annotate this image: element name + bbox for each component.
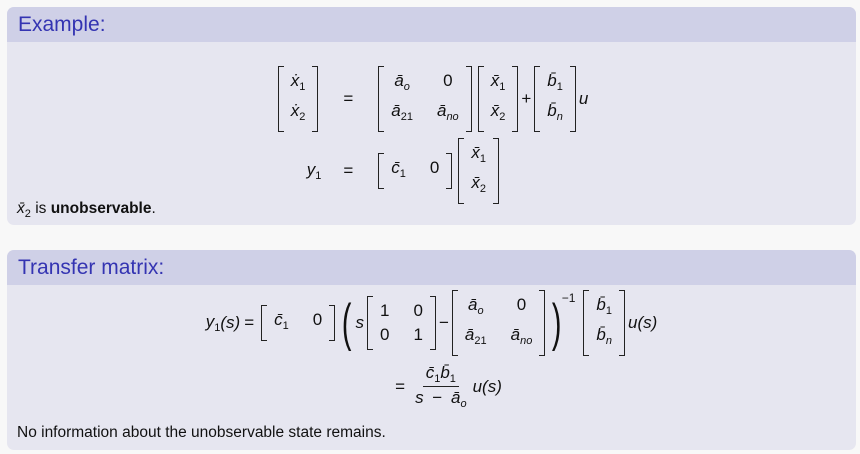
input-u: u [627, 313, 638, 332]
transfer-note: No information about the unobservable st… [17, 424, 386, 441]
term: āo [394, 71, 410, 93]
term: 0 [443, 71, 453, 90]
note-bold-text: unobservable [50, 200, 152, 217]
denominator: s − āo [412, 387, 470, 410]
term: ẋ1 [290, 71, 306, 93]
unobservable-note: x̄2 is unobservable. [17, 200, 156, 220]
state-derivative-vector: ẋ1 ẋ2 [277, 66, 319, 132]
b-vector: b̄1 b̄n [583, 290, 625, 356]
transfer-equation-2: = c̄1b̄1 s − āo u(s) [7, 363, 856, 410]
term: c̄1 [274, 310, 289, 332]
c-matrix: c̄1 0 [261, 305, 336, 341]
note-text: is [35, 200, 47, 217]
term: ẋ2 [290, 101, 306, 123]
term: b̄n [547, 101, 563, 123]
term: āno [510, 325, 533, 347]
term: āo [450, 388, 467, 410]
state-vector: x̄1 x̄2 [458, 138, 499, 204]
transfer-equation-1: y1 (s) = c̄1 0 ( s 1 0 0 1 − āo 0 ā21 ān… [7, 290, 856, 356]
left-paren: ( [342, 294, 352, 352]
s-variable: s [415, 388, 424, 407]
term: x̄1 [471, 143, 486, 165]
input-u: u [472, 376, 483, 396]
note-period: . [151, 200, 156, 217]
term: 0 [413, 301, 423, 320]
term: b̄1 [440, 363, 456, 385]
state-vector: x̄1 x̄2 [477, 66, 519, 132]
term: b̄1 [547, 71, 563, 93]
term: 0 [380, 325, 390, 344]
term: āo [467, 295, 484, 317]
term: ā21 [464, 325, 487, 347]
identity-matrix: 1 0 0 1 [367, 296, 436, 350]
term: b̄n [596, 325, 612, 347]
term: x̄2 [471, 173, 486, 195]
transfer-matrix-block: Transfer matrix: y1 (s) = c̄1 0 ( s 1 0 … [7, 250, 856, 450]
transfer-block-title: Transfer matrix: [7, 250, 856, 285]
term: x̄1 [490, 71, 506, 93]
right-paren: ) [552, 294, 562, 352]
equals-sign: = [343, 161, 354, 180]
inverse-exponent: −1 [561, 291, 576, 305]
numerator: c̄1b̄1 [422, 363, 459, 387]
output-y1: y1 [306, 160, 322, 182]
term: x̄2 [490, 101, 506, 123]
input-u: u [578, 89, 589, 108]
c-matrix: c̄1 0 [378, 153, 453, 189]
s-variable: s [355, 313, 365, 332]
term: 0 [312, 310, 323, 329]
term: ā21 [391, 101, 413, 123]
equals-sign: = [244, 313, 255, 332]
output-equation-rhs: c̄1 0 x̄1 x̄2 [375, 138, 502, 204]
term: x̄2 [17, 200, 31, 220]
arg-s: (s) [220, 313, 241, 332]
example-block-title: Example: [7, 7, 856, 42]
minus-sign: − [432, 388, 443, 407]
term: c̄1 [425, 363, 441, 385]
output-y1: y1 [205, 312, 221, 334]
term: āno [436, 101, 459, 123]
b-vector: b̄1 b̄n [534, 66, 576, 132]
equals-sign: = [343, 89, 354, 108]
term: b̄1 [596, 295, 612, 317]
state-equation-rhs: āo 0 ā21 āno x̄1 x̄2 + b̄1 b̄n u [375, 66, 588, 132]
transfer-fraction: c̄1b̄1 s − āo [412, 363, 470, 410]
term: 1 [380, 301, 390, 320]
state-space-equations: ẋ1 ẋ2 = āo 0 ā21 āno x̄1 x̄2 + b̄1 b̄n u… [7, 66, 856, 204]
equals-sign: = [395, 376, 406, 396]
term: 0 [516, 295, 527, 314]
term: c̄1 [391, 158, 406, 180]
term: 1 [413, 325, 423, 344]
arg-s: (s) [482, 376, 502, 396]
arg-s: (s) [637, 313, 658, 332]
plus-sign: + [521, 89, 532, 108]
minus-sign: − [438, 313, 449, 332]
a-matrix: āo 0 ā21 āno [378, 66, 473, 132]
example-block: Example: ẋ1 ẋ2 = āo 0 ā21 āno x̄1 x̄2 + … [7, 7, 856, 225]
a-matrix: āo 0 ā21 āno [451, 290, 546, 356]
term: 0 [429, 158, 440, 177]
